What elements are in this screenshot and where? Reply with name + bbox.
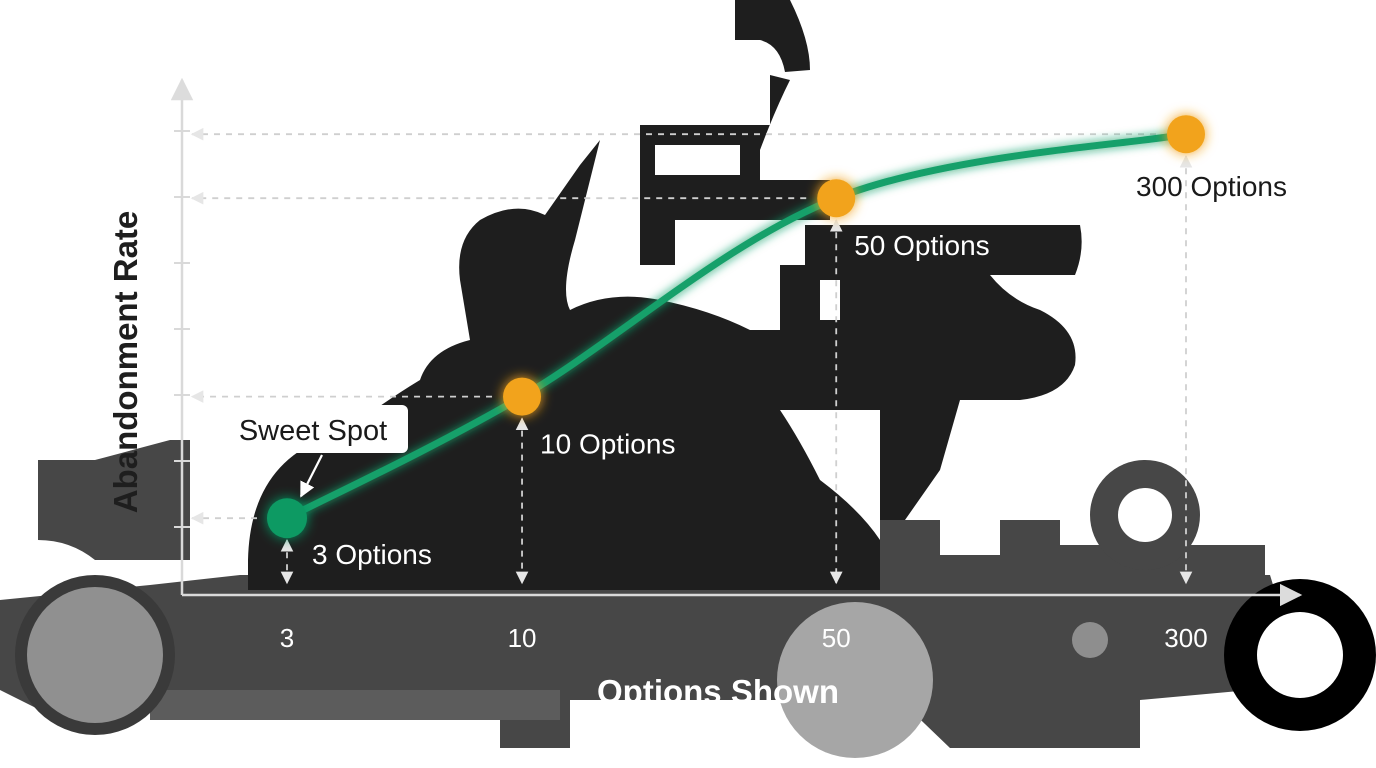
x-tick-label: 300 bbox=[1164, 623, 1207, 653]
x-tick-label: 3 bbox=[280, 623, 294, 653]
sweet-spot-pointer bbox=[300, 454, 323, 498]
point-label: 3 Options bbox=[312, 539, 432, 570]
y-axis-title: Abandonment Rate bbox=[107, 211, 144, 514]
sweet-spot-label: Sweet Spot bbox=[239, 415, 387, 447]
data-point bbox=[1167, 115, 1205, 154]
sweet-spot-callout bbox=[218, 405, 408, 453]
data-point bbox=[503, 377, 542, 416]
x-tick-label: 50 bbox=[822, 623, 851, 653]
curve-layer bbox=[283, 130, 1190, 522]
axes bbox=[170, 77, 1303, 607]
point-label: 10 Options bbox=[540, 429, 675, 460]
data-point bbox=[817, 179, 856, 218]
point-label: 50 Options bbox=[854, 230, 989, 261]
x-axis-title: Options Shown bbox=[597, 673, 839, 710]
abandonment-curve bbox=[283, 130, 1190, 522]
points-layer bbox=[267, 115, 1205, 539]
x-tick-label: 10 bbox=[508, 623, 537, 653]
data-point bbox=[267, 498, 307, 539]
labels-layer: 3 10 50 300 3 Options 10 Options 50 Options 300… bbox=[107, 171, 1287, 710]
point-label: 300 Options bbox=[1136, 171, 1287, 202]
dashed-guides bbox=[190, 127, 1193, 585]
